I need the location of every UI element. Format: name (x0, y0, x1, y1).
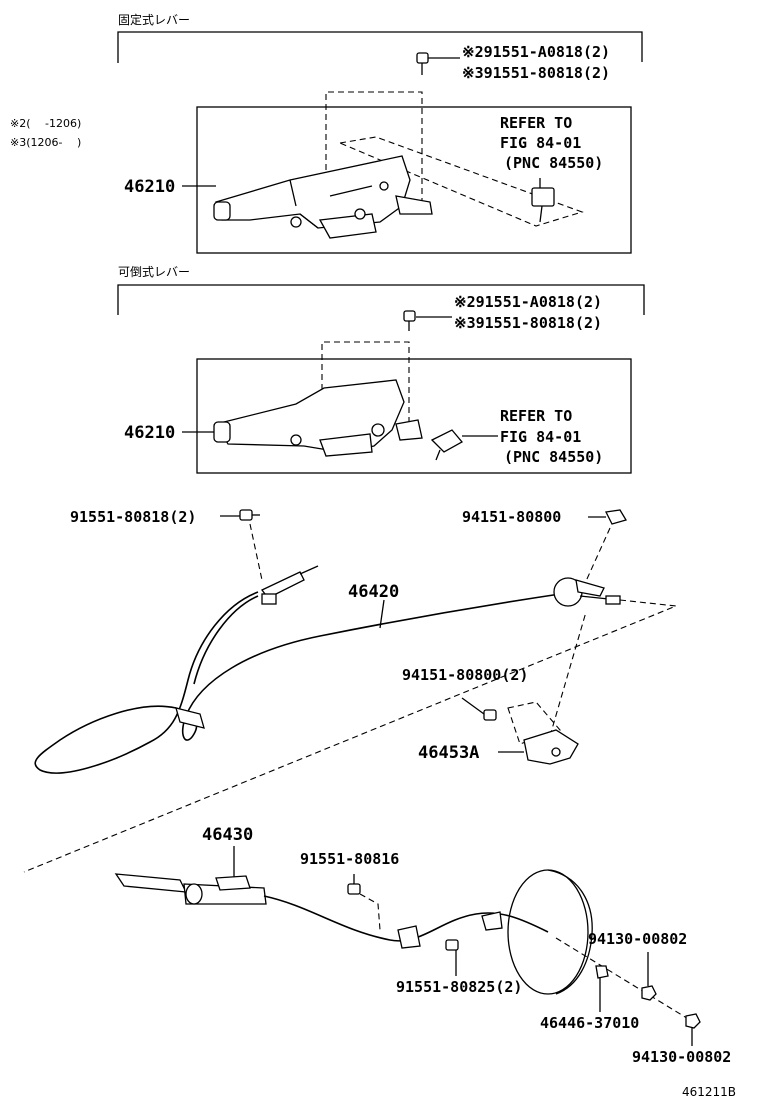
front-cable-part-number: 46420 (348, 582, 399, 602)
tilt-dash-guide (321, 341, 410, 436)
bolt-icon (416, 52, 429, 75)
parking-lever-fixed (213, 155, 433, 239)
brake-drum (507, 869, 593, 995)
rear-clamp-2 (481, 911, 503, 931)
bracket-dash (507, 701, 561, 745)
bolt-icon (239, 509, 260, 521)
nut-icon (641, 985, 657, 1001)
fixed-refer-line-1: REFER TO (500, 114, 572, 132)
front-rear-dash-link (23, 599, 677, 873)
clip-icon (605, 509, 627, 525)
bracket-bolt-leader (461, 697, 485, 715)
rear-bolt-bottom-label: 91551-80825(2) (396, 978, 522, 996)
fixed-bolt-label-1: ※291551-A0818(2) (462, 43, 610, 61)
front-cable-leader (379, 599, 385, 629)
switch-icon (531, 178, 555, 223)
tilt-refer-line-2: FIG 84-01 (500, 428, 581, 446)
tilt-lever-bracket-line (117, 284, 645, 315)
tilt-lever-part-number: 46210 (124, 423, 175, 443)
front-cable-line (34, 591, 561, 774)
front-cable-line-2 (193, 595, 259, 685)
rear-collar-label: 46446-37010 (540, 1014, 639, 1032)
fixed-lever-box (196, 106, 632, 254)
fixed-refer-line-3: (PNC 84550) (504, 154, 603, 172)
bolt-icon (347, 874, 361, 895)
tilt-lever-box (196, 358, 632, 474)
figure-id: 461211B (682, 1085, 736, 1099)
tilt-refer-line-1: REFER TO (500, 407, 572, 425)
front-cable-lever-end (261, 565, 319, 605)
rear-cable-line (263, 895, 549, 942)
fixed-dash-guide (325, 91, 423, 208)
bracket-bolt-label: 94151-80800(2) (402, 666, 528, 684)
rear-cable-part-number: 46430 (202, 825, 253, 845)
front-cable-section: 91551-80818(2) 94151-80800 46420 (23, 508, 677, 873)
tilt-lever-section: 可倒式レバー ※291551-A0818(2) ※391551-80818(2)… (117, 265, 645, 474)
fixed-note-2: ※3(1206- ) (10, 136, 81, 149)
rear-axle-dash (555, 937, 691, 1021)
rear-cable-section: 46430 91551-80816 91551-80825(2) (114, 825, 731, 1066)
tilt-bolt-label-2: ※391551-80818(2) (454, 314, 602, 332)
bolt-icon (445, 939, 459, 951)
rear-nut-bottom-label: 94130-00802 (632, 1048, 731, 1066)
switch-icon (430, 429, 464, 461)
fixed-refer-line-2: FIG 84-01 (500, 134, 581, 152)
rear-cable-lever-end (114, 873, 267, 905)
bracket-part-number: 46453A (418, 743, 479, 763)
collar-icon (595, 965, 609, 979)
tilt-lever-title: 可倒式レバー (118, 265, 190, 279)
bolt-icon (483, 709, 497, 721)
front-bolt-dash (249, 523, 263, 581)
equalizer (553, 577, 621, 607)
rear-bolt-top-dash (359, 893, 381, 931)
front-bolt-label: 91551-80818(2) (70, 508, 196, 526)
tilt-refer-line-3: (PNC 84550) (504, 448, 603, 466)
fixed-dash-plane (338, 136, 584, 227)
bolt-icon (403, 310, 416, 331)
tilt-bolt-label-1: ※291551-A0818(2) (454, 293, 602, 311)
rear-clamp (397, 925, 421, 949)
fixed-note-1: ※2( -1206) (10, 117, 81, 130)
nut-icon (685, 1013, 701, 1029)
front-cable-clamp (175, 707, 205, 729)
fixed-lever-title: 固定式レバー (118, 12, 190, 27)
fixed-lever-section: 固定式レバー ※291551-A0818(2) ※391551-80818(2)… (10, 12, 643, 254)
parking-lever-tilt (213, 379, 423, 457)
fixed-bolt-label-2: ※391551-80818(2) (462, 64, 610, 82)
fixed-lever-bracket-line (117, 31, 643, 63)
fixed-lever-part-number: 46210 (124, 177, 175, 197)
cable-bracket (523, 729, 579, 765)
front-clip-dash (581, 527, 611, 591)
front-clip-label: 94151-80800 (462, 508, 561, 526)
bracket-dash-up (549, 611, 587, 737)
rear-bolt-top-label: 91551-80816 (300, 850, 399, 868)
rear-nut-top-label: 94130-00802 (588, 930, 687, 948)
